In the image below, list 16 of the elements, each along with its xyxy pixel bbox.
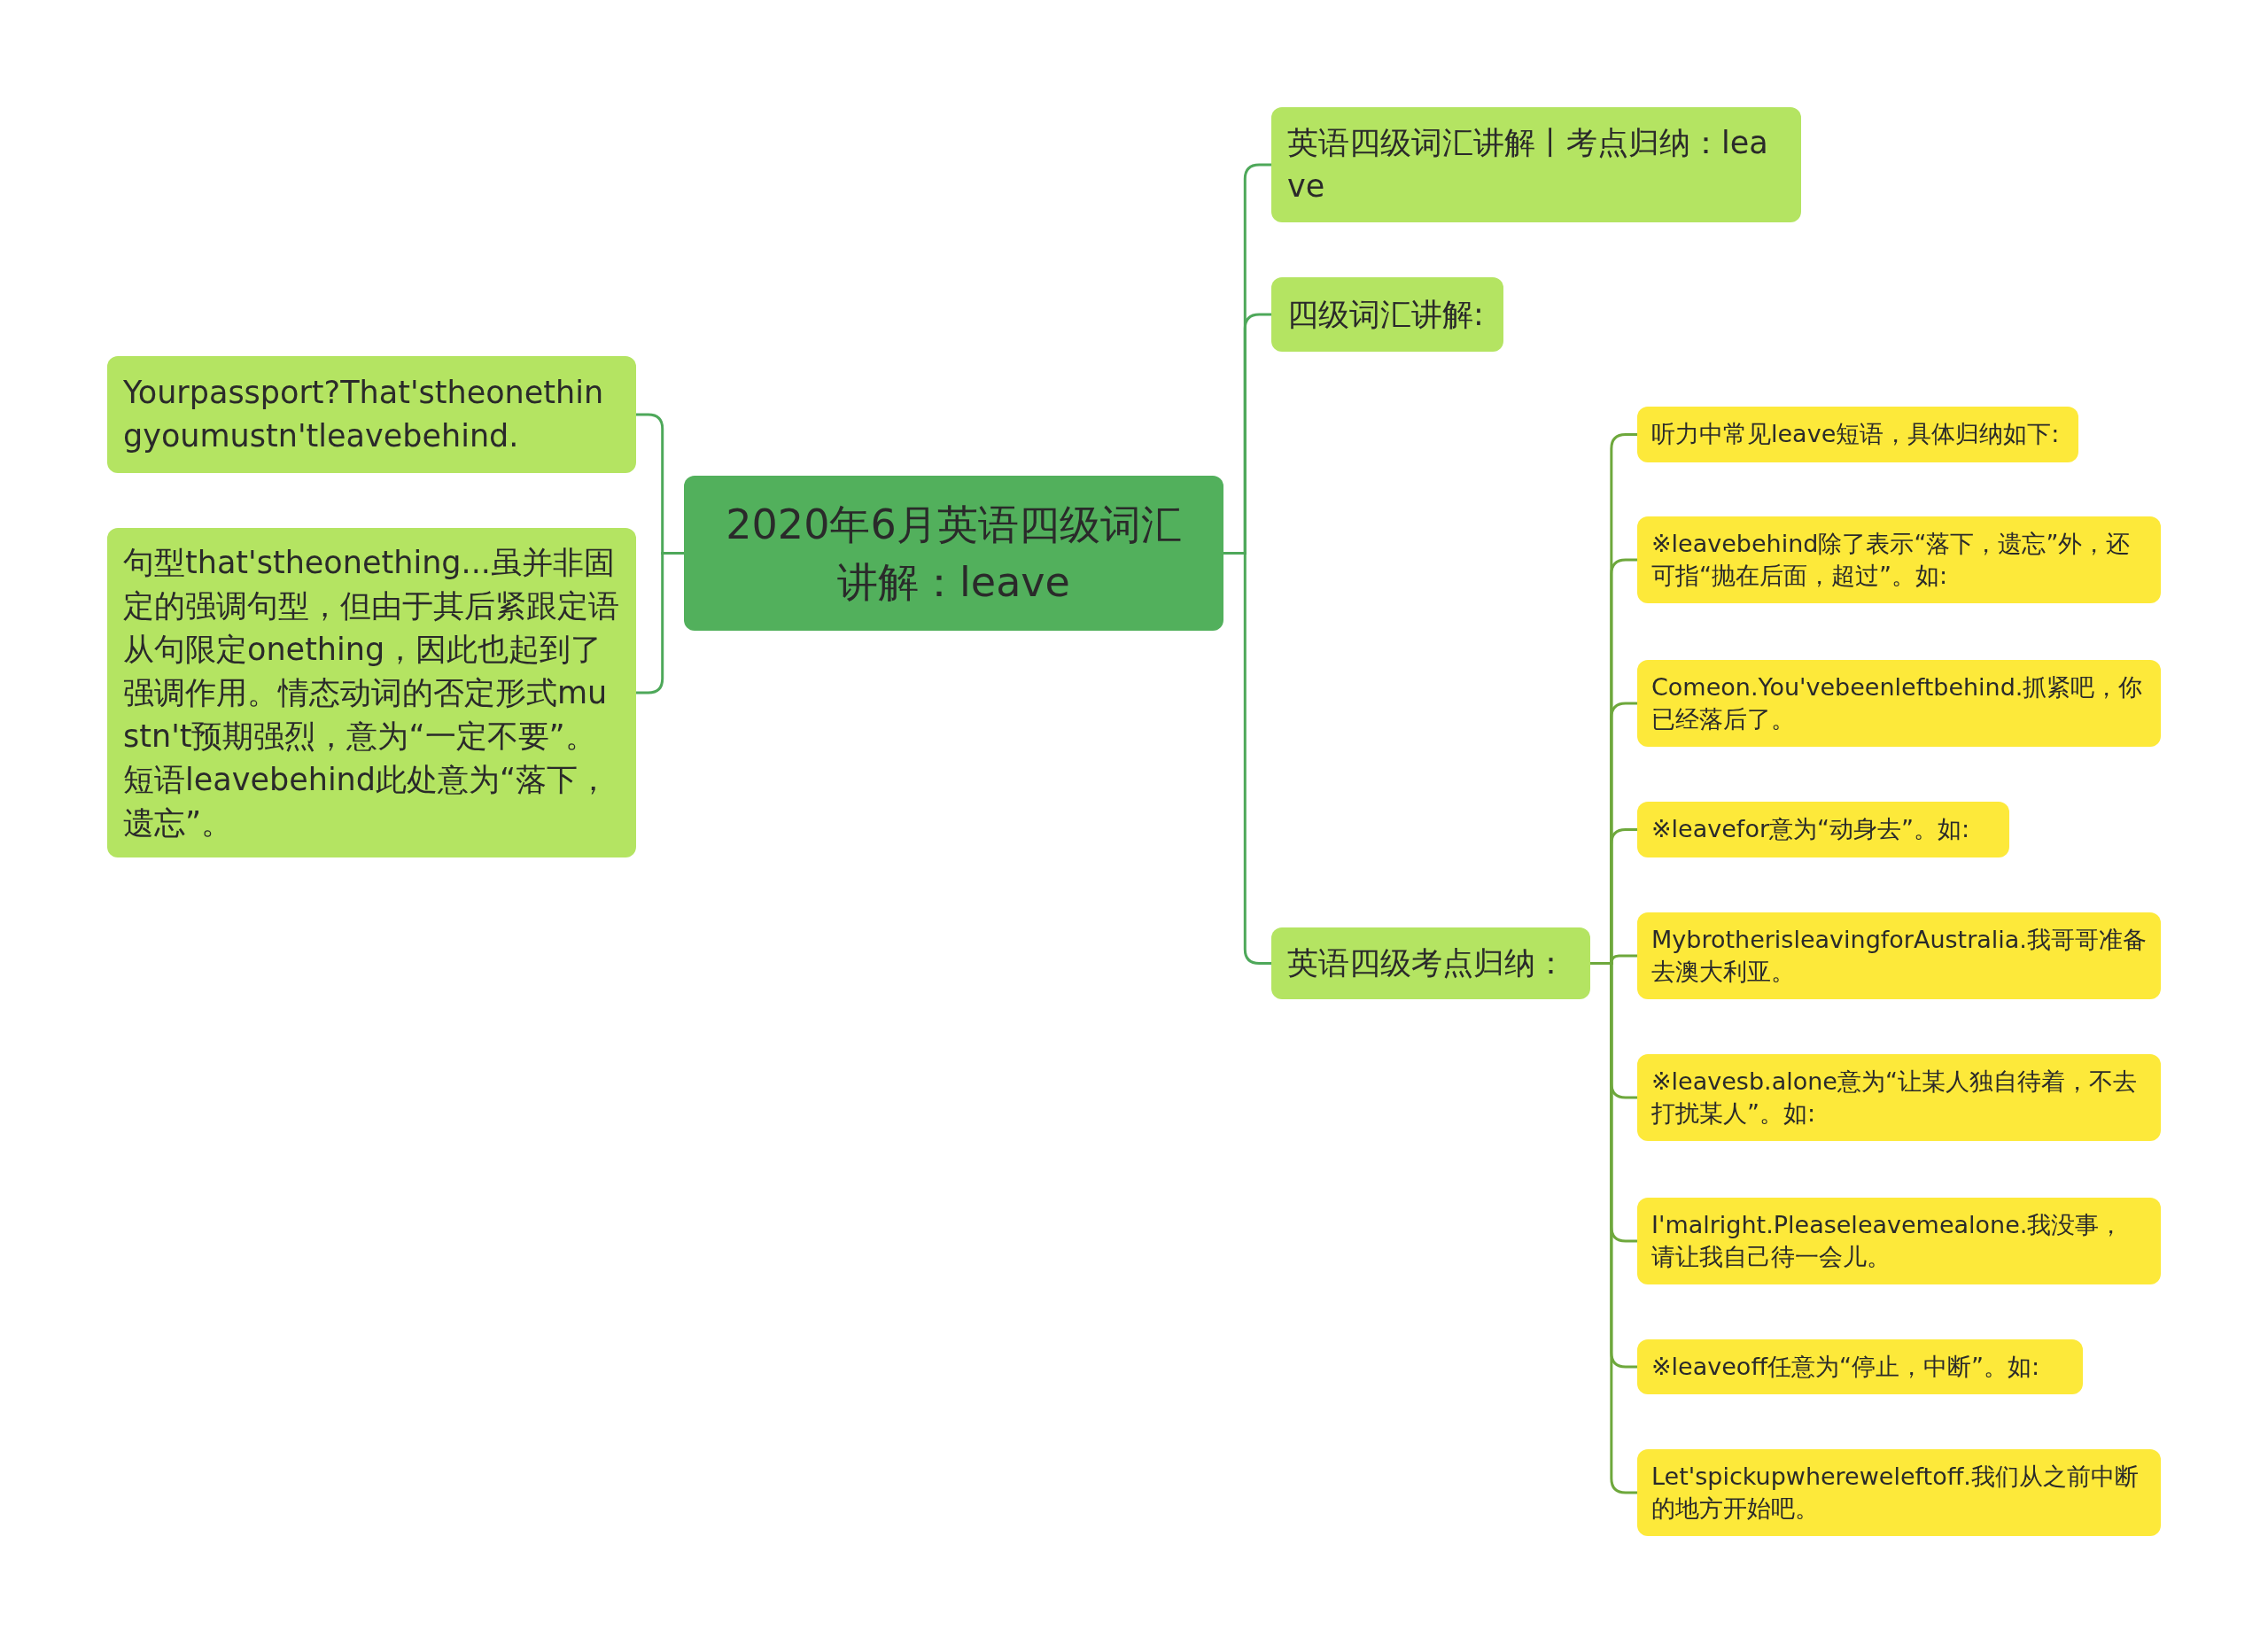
branch-box: 英语四级考点归纳：: [1271, 927, 1590, 999]
branch-box: Yourpassport?That'stheonethingyoumustn'tleavebehind.: [107, 356, 636, 473]
leaf-box: 听力中常见leave短语，具体归纳如下:: [1637, 407, 2078, 462]
branch-box: 四级词汇讲解:: [1271, 277, 1503, 352]
leaf-box: ※leavesb.alone意为“让某人独自待着，不去打扰某人”。如:: [1637, 1054, 2161, 1141]
leaf-box: ※leaveoff任意为“停止，中断”。如:: [1637, 1339, 2083, 1394]
topic-box: 2020年6月英语四级词汇讲解：leave: [684, 476, 1223, 631]
leaf-box: ※leavebehind除了表示“落下，遗忘”外，还可指“抛在后面，超过”。如:: [1637, 516, 2161, 603]
branch-box: 句型that'stheonething...虽并非固定的强调句型，但由于其后紧跟定语从句限定onething，因此也起到了强调作用。情态动词的否定形式mustn't预期强烈，意为“一定不要”。短语leavebehind此处意为“落下，遗忘”。: [107, 528, 636, 857]
leaf-box: Comeon.You'vebeenleftbehind.抓紧吧，你已经落后了。: [1637, 660, 2161, 747]
connector: [1223, 552, 1271, 965]
leaf-box: MybrotherisleavingforAustralia.我哥哥准备去澳大利亚。: [1637, 912, 2161, 999]
leaf-box: Let'spickupwhereweleftoff.我们从之前中断的地方开始吧。: [1637, 1449, 2161, 1536]
leaf-box: I'malright.Pleaseleavemealone.我没事，请让我自己待一会儿。: [1637, 1198, 2161, 1284]
branch-box: 英语四级词汇讲解丨考点归纳：leave: [1271, 107, 1801, 222]
leaf-box: ※leavefor意为“动身去”。如:: [1637, 802, 2009, 857]
